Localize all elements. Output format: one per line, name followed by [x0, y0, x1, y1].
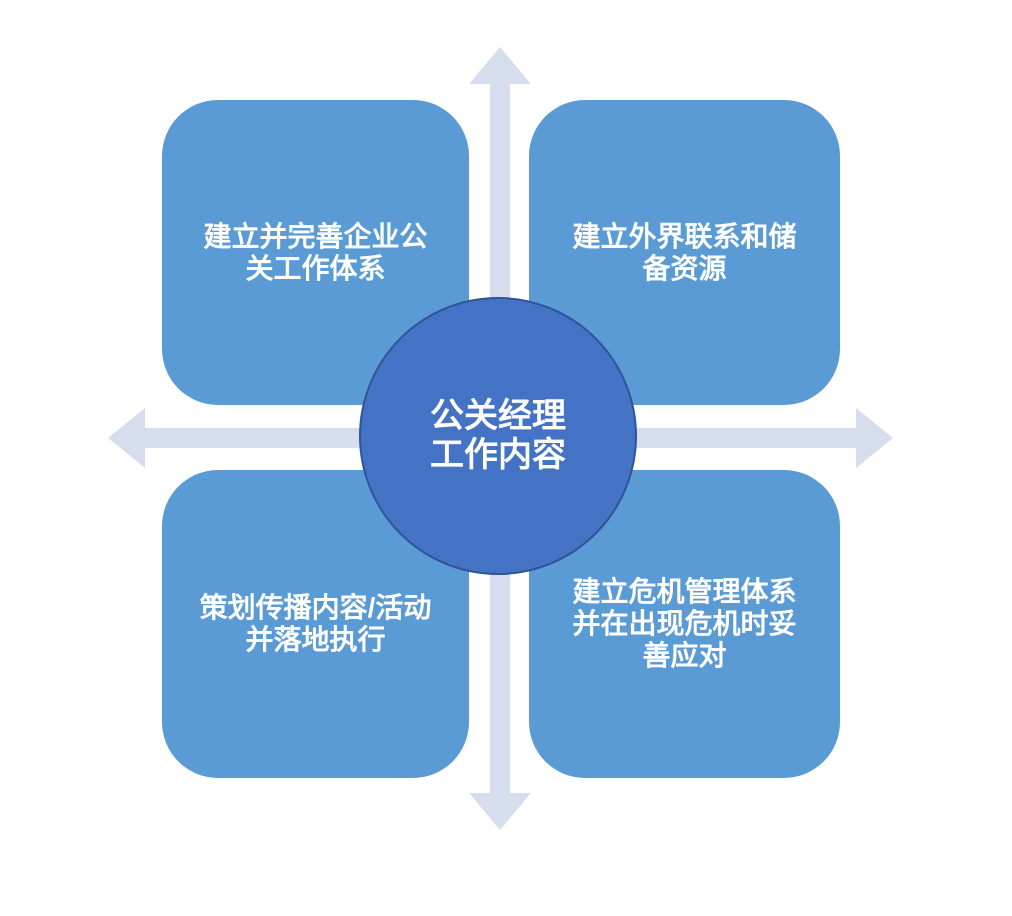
quadrant-top-left-label: 建立并完善企业公 关工作体系 [203, 220, 428, 284]
center-circle: 公关经理 工作内容 [359, 297, 637, 575]
quadrant-bottom-left: 策划传播内容/活动 并落地执行 [162, 470, 469, 778]
quadrant-bottom-left-label: 策划传播内容/活动 并落地执行 [199, 592, 432, 655]
quadrant-bottom-right-label: 建立危机管理体系 并在出现危机时妥 善应对 [572, 576, 797, 671]
quadrant-top-right: 建立外界联系和储 备资源 [529, 100, 840, 405]
quadrant-bottom-right: 建立危机管理体系 并在出现危机时妥 善应对 [529, 470, 840, 778]
center-circle-label: 公关经理 工作内容 [430, 397, 566, 474]
quadrant-top-right-label: 建立外界联系和储 备资源 [572, 220, 797, 284]
